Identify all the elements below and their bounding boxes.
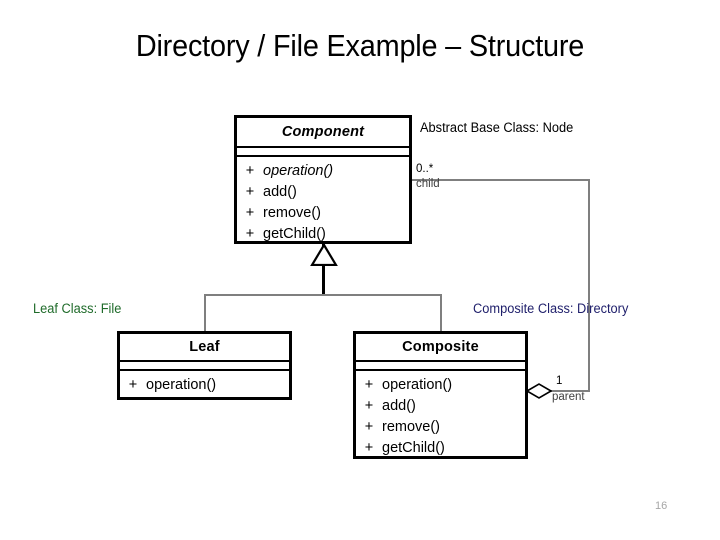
association-child-multiplicity: 0..* — [416, 163, 434, 175]
operation-visibility: + — [128, 377, 138, 393]
operation-row: + operation() — [237, 161, 409, 182]
operation-visibility: + — [364, 377, 374, 393]
association-right-line — [588, 179, 590, 392]
operations-compartment-component: + operation() + add() + remove() + getCh… — [237, 157, 409, 249]
annotation-leaf-class: Leaf Class: File — [33, 301, 122, 316]
operation-visibility: + — [364, 419, 374, 435]
generalization-drop-leaf-line — [204, 294, 206, 332]
operation-name: getChild() — [382, 440, 445, 456]
association-top-line — [412, 179, 590, 181]
class-name-component: Component — [237, 118, 409, 148]
operation-visibility: + — [245, 163, 255, 179]
association-parent-multiplicity: 1 — [556, 375, 563, 387]
slide-page-number: 16 — [655, 500, 668, 512]
generalization-stem-line — [322, 244, 325, 296]
operation-name: getChild() — [263, 226, 326, 242]
operation-name: add() — [382, 398, 416, 414]
page-title: Directory / File Example – Structure — [135, 28, 585, 63]
operation-row: + remove() — [237, 203, 409, 224]
operation-name: operation() — [382, 377, 453, 393]
annotation-abstract-base-class: Abstract Base Class: Node — [420, 120, 574, 135]
attributes-compartment-leaf — [120, 362, 289, 371]
annotation-composite-class: Composite Class: Directory — [473, 301, 629, 316]
operation-row: + remove() — [356, 417, 525, 438]
operation-name: operation() — [146, 377, 217, 393]
uml-class-component[interactable]: Component + operation() + add() + remove… — [234, 115, 412, 244]
operations-compartment-leaf: + operation() — [120, 371, 289, 400]
association-bottom-line — [548, 390, 590, 392]
operation-row: + add() — [356, 396, 525, 417]
uml-class-leaf[interactable]: Leaf + operation() — [117, 331, 292, 400]
association-child-role: child — [416, 178, 440, 190]
operation-row: + add() — [237, 182, 409, 203]
operation-name: operation() — [263, 163, 334, 179]
class-name-leaf: Leaf — [120, 334, 289, 362]
hollow-diamond-icon — [526, 383, 552, 399]
operation-visibility: + — [245, 226, 255, 242]
operation-name: remove() — [263, 205, 322, 221]
operation-name: remove() — [382, 419, 441, 435]
operation-visibility: + — [245, 184, 255, 200]
operation-row: + operation() — [120, 375, 289, 396]
operation-row: + getChild() — [237, 224, 409, 245]
operation-name: add() — [263, 184, 297, 200]
class-name-composite: Composite — [356, 334, 525, 362]
generalization-bar-line — [205, 294, 442, 296]
attributes-compartment-component — [237, 148, 409, 157]
uml-class-composite[interactable]: Composite + operation() + add() + remove… — [353, 331, 528, 459]
hollow-triangle-icon — [310, 244, 338, 266]
attributes-compartment-composite — [356, 362, 525, 371]
generalization-drop-composite-line — [440, 294, 442, 332]
operation-visibility: + — [364, 398, 374, 414]
operation-row: + operation() — [356, 375, 525, 396]
operations-compartment-composite: + operation() + add() + remove() + getCh… — [356, 371, 525, 463]
operation-visibility: + — [364, 440, 374, 456]
association-parent-role: parent — [552, 391, 585, 403]
operation-row: + getChild() — [356, 438, 525, 459]
operation-visibility: + — [245, 205, 255, 221]
